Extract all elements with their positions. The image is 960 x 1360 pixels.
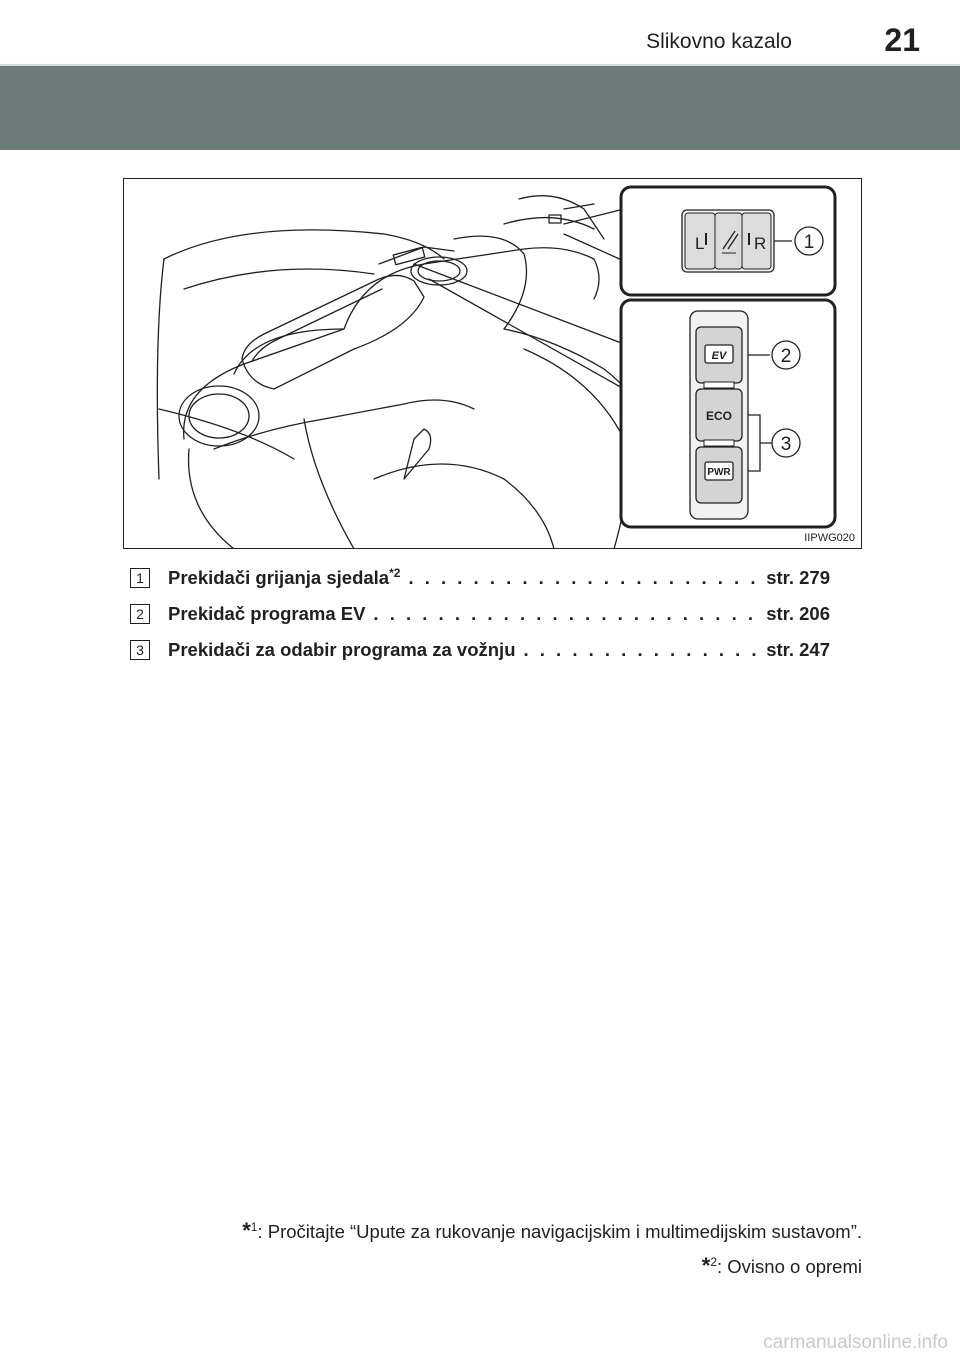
dot-leader xyxy=(408,567,758,589)
legend-item-ev-switch: 2 Prekidač programa EV str. 206 xyxy=(130,596,830,632)
legend-number: 1 xyxy=(130,568,150,588)
seat-heater-left-label: L xyxy=(695,234,704,253)
header-band xyxy=(0,66,960,150)
legend-label: Prekidač programa EV xyxy=(168,603,366,624)
footnote-number: 1 xyxy=(250,1220,258,1234)
legend-list: 1 Prekidači grijanja sjedala*2 str. 279 … xyxy=(130,560,830,668)
footnote-2: *2: Ovisno o opremi xyxy=(120,1247,862,1282)
header-divider xyxy=(0,64,960,66)
footnote-text: : Ovisno o opremi xyxy=(717,1256,862,1278)
pwr-switch-label: PWR xyxy=(707,467,731,478)
callout-2: 2 xyxy=(781,346,792,367)
callout-3: 3 xyxy=(781,434,792,455)
legend-number: 2 xyxy=(130,604,150,624)
legend-page-link[interactable]: str. 247 xyxy=(766,639,830,660)
dot-leader xyxy=(524,639,759,661)
seat-heater-right-label: R xyxy=(754,234,766,253)
console-illustration: L R EV ECO PWR 1 2 3 IIPWG020 xyxy=(123,178,862,549)
footnote-star: * xyxy=(701,1253,711,1279)
legend-item-drive-mode: 3 Prekidači za odabir programa za vožnju… xyxy=(130,632,830,668)
legend-item-seat-heater: 1 Prekidači grijanja sjedala*2 str. 279 xyxy=(130,560,830,596)
eco-switch-label: ECO xyxy=(706,409,732,423)
console-drawing: L R EV ECO PWR 1 2 3 xyxy=(156,185,837,548)
page-number: 21 xyxy=(884,22,920,58)
header-top xyxy=(0,0,960,64)
footnotes: *1: Pročitajte “Upute za rukovanje navig… xyxy=(120,1212,862,1282)
watermark: carmanualsonline.info xyxy=(763,1332,948,1353)
section-title: Slikovno kazalo xyxy=(646,30,792,53)
footnote-marker: *2 xyxy=(389,566,401,581)
ev-switch-label: EV xyxy=(712,350,728,362)
page-header: Slikovno kazalo 21 xyxy=(0,0,960,150)
legend-page-link[interactable]: str. 206 xyxy=(766,603,830,624)
legend-label: Prekidači grijanja sjedala xyxy=(168,567,390,589)
footnote-1: *1: Pročitajte “Upute za rukovanje navig… xyxy=(120,1212,862,1247)
dot-leader xyxy=(373,603,758,625)
legend-label: Prekidači za odabir programa za vožnju xyxy=(168,639,516,660)
callout-1: 1 xyxy=(804,232,815,253)
legend-page-link[interactable]: str. 279 xyxy=(766,567,830,588)
figure-code: IIPWG020 xyxy=(804,532,855,544)
footnote-star: * xyxy=(242,1218,251,1244)
footnote-number: 2 xyxy=(710,1255,718,1270)
legend-number: 3 xyxy=(130,640,150,660)
footnote-text: : Pročitajte “Upute za rukovanje navigac… xyxy=(257,1221,862,1243)
